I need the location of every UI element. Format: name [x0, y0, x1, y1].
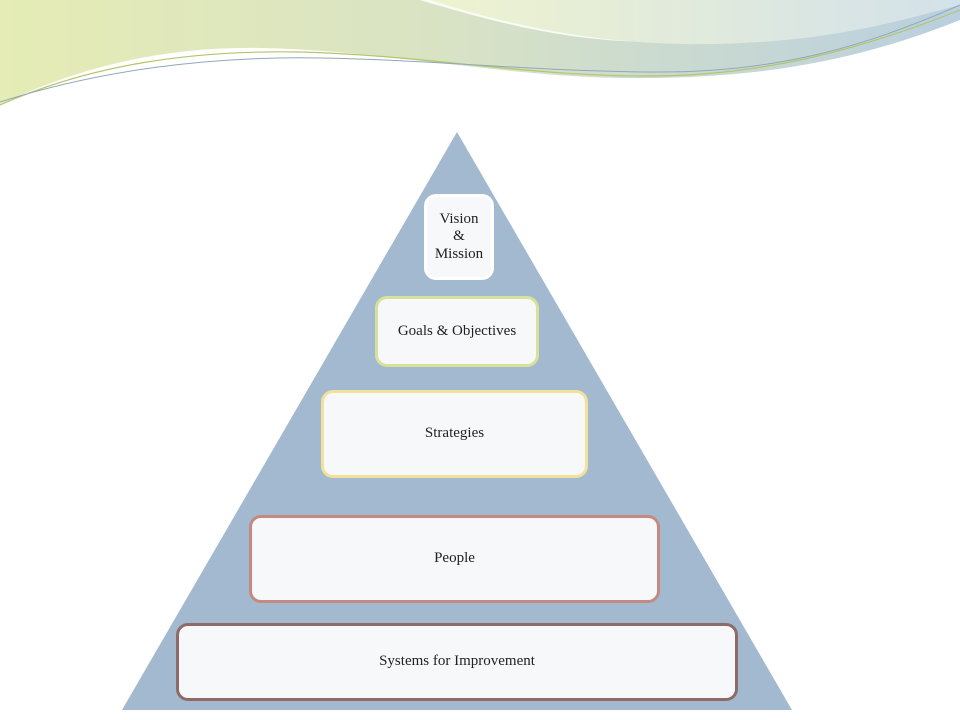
tier-label: People — [434, 550, 475, 567]
tier-label: Goals & Objectives — [397, 322, 517, 339]
tier-systems-for-improvement: Systems for Improvement — [176, 623, 738, 701]
tier-label: Vision & Mission — [434, 211, 484, 262]
tier-people: People — [249, 515, 660, 603]
tier-vision-mission: Vision & Mission — [424, 194, 494, 280]
tier-strategies: Strategies — [321, 390, 588, 478]
tier-label: Systems for Improvement — [379, 653, 535, 670]
tier-label: Strategies — [424, 425, 485, 442]
tier-goals-objectives: Goals & Objectives — [375, 296, 539, 367]
decorative-header-wave — [0, 0, 960, 106]
